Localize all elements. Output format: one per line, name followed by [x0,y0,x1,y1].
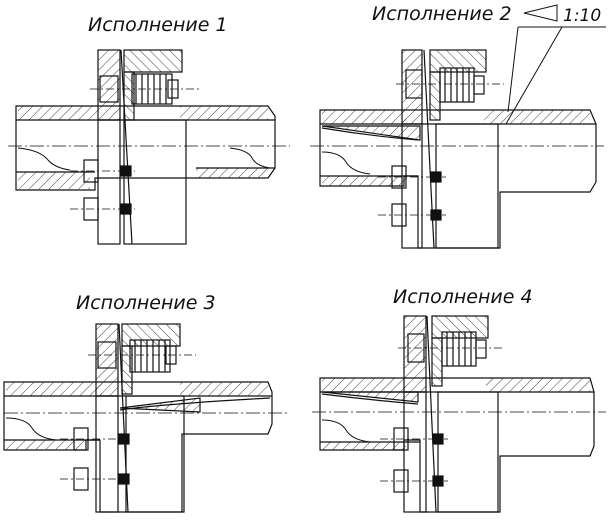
variant-3-assembly [3,323,290,513]
taper-triangle-icon [523,4,558,22]
variant-1-title: Исполнение 1 [88,14,228,36]
variant-3-title: Исполнение 3 [76,292,216,314]
variant-4-title: Исполнение 4 [393,286,533,308]
variant-2-assembly [310,49,604,249]
taper-callout [505,4,606,125]
variant-2-title: Исполнение 2 [372,3,512,25]
taper-ratio-label: 1:10 [563,6,602,26]
variant-1-assembly [8,49,290,245]
variant-4-assembly [312,315,606,513]
